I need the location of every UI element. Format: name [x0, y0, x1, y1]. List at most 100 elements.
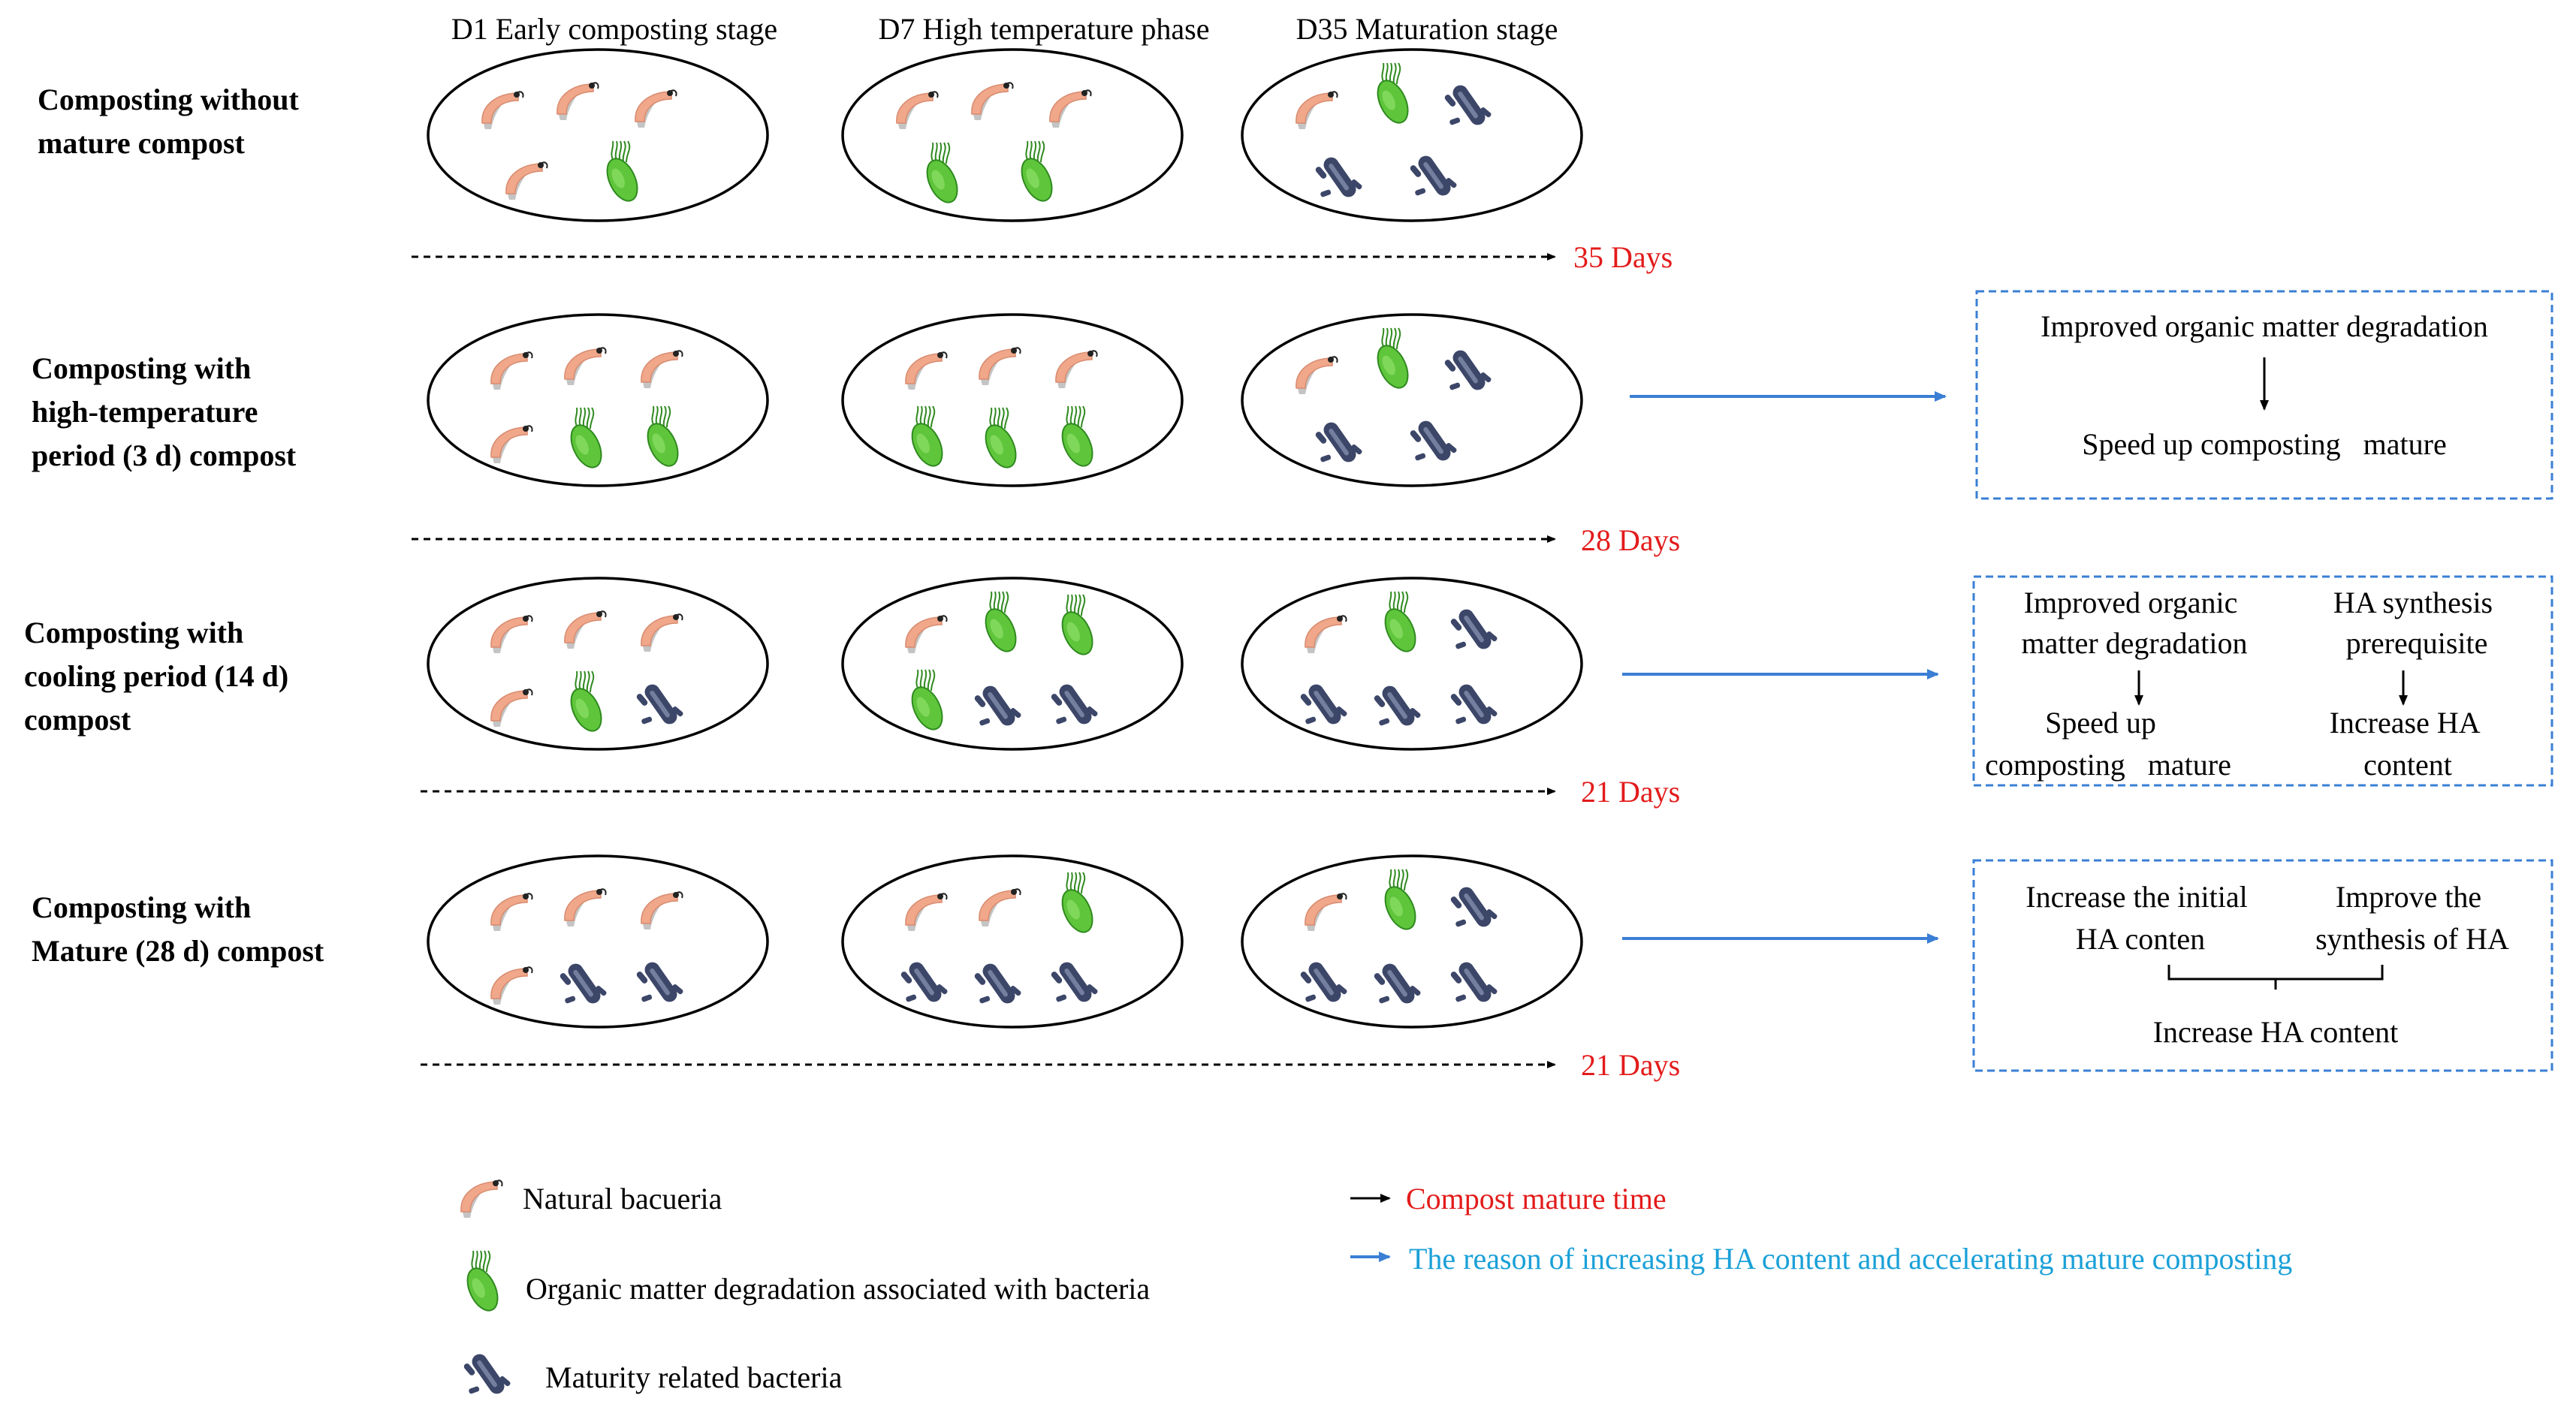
box-text-line: Improve the [2336, 880, 2481, 914]
natural-bacteria-icon [460, 1179, 503, 1218]
row-label-line: Composting with [32, 351, 251, 385]
row-label-line: compost [24, 703, 131, 737]
row-label-line: period (3 d) compost [32, 438, 297, 472]
maturity-bacteria-icon [636, 962, 683, 1002]
legend-natural-label: Natural bacueria [523, 1182, 722, 1216]
plate-d1 [427, 48, 769, 222]
natural-bacteria-icon [490, 893, 533, 931]
box-text-line: synthesis of HA [2315, 922, 2509, 956]
natural-bacteria-icon [490, 425, 533, 463]
maturity-bacteria-icon [1300, 962, 1347, 1002]
maturity-bacteria-icon [1450, 962, 1498, 1002]
row-2: Composting with high-temperature period … [32, 290, 2553, 557]
maturity-bacteria-icon [1300, 684, 1347, 725]
degradation-bacteria-icon [985, 591, 1017, 652]
row-label: Composting with Mature (28 d) compost [32, 890, 324, 968]
plate-d7 [841, 854, 1184, 1029]
box-text-line: Increase the initial [2026, 880, 2247, 914]
row-label-line: Mature (28 d) compost [32, 934, 324, 968]
box-bottom-text: Increase HA content [2153, 1015, 2399, 1049]
box-text-line: HA conten [2076, 922, 2205, 956]
maturity-bacteria-icon [1051, 684, 1098, 725]
natural-bacteria-icon [1296, 356, 1338, 394]
plate-d35 [1241, 313, 1583, 487]
natural-bacteria-icon [1305, 893, 1347, 931]
natural-bacteria-icon [490, 615, 533, 653]
petri-dish [841, 48, 1184, 222]
natural-bacteria-icon [1055, 350, 1098, 388]
legend-time-label: Compost mature time [1406, 1182, 1667, 1216]
degradation-bacteria-icon [466, 1250, 499, 1312]
natural-bacteria-icon [641, 350, 683, 388]
box-right-bottom-text: Increase HA content [2330, 706, 2487, 782]
degradation-bacteria-icon [570, 670, 602, 732]
row-1: Composting without mature compost 35 Day… [38, 48, 1673, 274]
natural-bacteria-icon [641, 613, 683, 652]
box-right-top-text: HA synthesis prerequisite [2333, 586, 2500, 660]
days-label: 21 Days [1581, 1048, 1680, 1082]
degradation-bacteria-icon [1377, 327, 1409, 389]
degradation-bacteria-icon [926, 142, 958, 203]
reason-box [1972, 575, 2553, 787]
reason-box [1972, 859, 2553, 1072]
natural-bacteria-icon [460, 1179, 503, 1218]
natural-bacteria-icon [905, 351, 948, 390]
plate-d1 [427, 854, 769, 1029]
maturity-bacteria-icon [1374, 685, 1421, 726]
row-label-line: Composting without [38, 83, 300, 116]
days-label: 35 Days [1573, 240, 1673, 274]
degradation-bacteria-icon [1377, 62, 1409, 124]
maturity-bacteria-icon [1444, 350, 1492, 390]
legend-degradation-label: Organic matter degradation associated wi… [526, 1272, 1150, 1306]
row-label-line: high-temperature [32, 395, 258, 429]
maturity-bacteria-icon [900, 962, 948, 1002]
box-text-line: matter degradation [2022, 626, 2248, 660]
maturity-bacteria-icon [1450, 887, 1498, 927]
degradation-bacteria-icon [1384, 869, 1416, 930]
natural-bacteria-icon [905, 893, 948, 931]
box-text-line: Improved organic [2024, 586, 2238, 619]
box-left-bottom-text: Speed up composting mature [0, 0, 2284, 782]
degradation-bacteria-icon [985, 407, 1017, 468]
degradation-bacteria-icon [647, 405, 679, 467]
row-label-line: mature compost [38, 126, 246, 160]
row-3: Composting with cooling period (14 d) co… [0, 0, 2553, 809]
maturity-bacteria-icon [463, 1354, 511, 1394]
degradation-bacteria-icon [1061, 594, 1093, 655]
box-text-line: HA synthesis [2333, 586, 2493, 619]
box-left-top-text: Improved organic matter degradation [2022, 586, 2248, 660]
natural-bacteria-icon [564, 888, 607, 926]
row-4: Composting with Mature (28 d) compost 21… [32, 854, 2553, 1082]
plate-d35 [1241, 577, 1583, 751]
stage-header-d1: D1 Early composting stage [451, 12, 777, 46]
plate-d35 [1241, 48, 1583, 222]
maturity-bacteria-icon [1315, 157, 1362, 197]
maturity-bacteria-icon [636, 684, 683, 725]
degradation-bacteria-icon [466, 1250, 499, 1312]
maturity-bacteria-icon [1450, 684, 1498, 725]
row-label: Composting with cooling period (14 d) co… [24, 616, 296, 737]
row-label: Composting with high-temperature period … [32, 351, 297, 472]
box-text-line: Increase HA [2330, 706, 2481, 740]
maturity-bacteria-icon [974, 963, 1021, 1004]
days-label: 21 Days [1581, 775, 1680, 809]
degradation-bacteria-icon [1384, 591, 1416, 652]
plate-d7 [841, 577, 1184, 751]
box-text-line: Speed up [2045, 706, 2156, 740]
legend-reason-label: The reason of increasing HA content and … [1409, 1242, 2292, 1276]
box-text-line: content [2363, 748, 2452, 782]
stage-header-d7: D7 High temperature phase [879, 12, 1210, 46]
maturity-bacteria-icon [1374, 963, 1421, 1004]
row-label-line: Composting with [24, 616, 243, 649]
petri-dish [1241, 48, 1583, 222]
maturity-bacteria-icon [974, 685, 1021, 726]
plate-d1 [427, 313, 769, 487]
degradation-bacteria-icon [1061, 872, 1093, 933]
plate-d1 [427, 577, 769, 751]
degradation-bacteria-icon [911, 405, 943, 467]
degradation-bacteria-icon [570, 407, 602, 468]
natural-bacteria-icon [635, 89, 677, 128]
box-text-line: prerequisite [2346, 626, 2488, 660]
